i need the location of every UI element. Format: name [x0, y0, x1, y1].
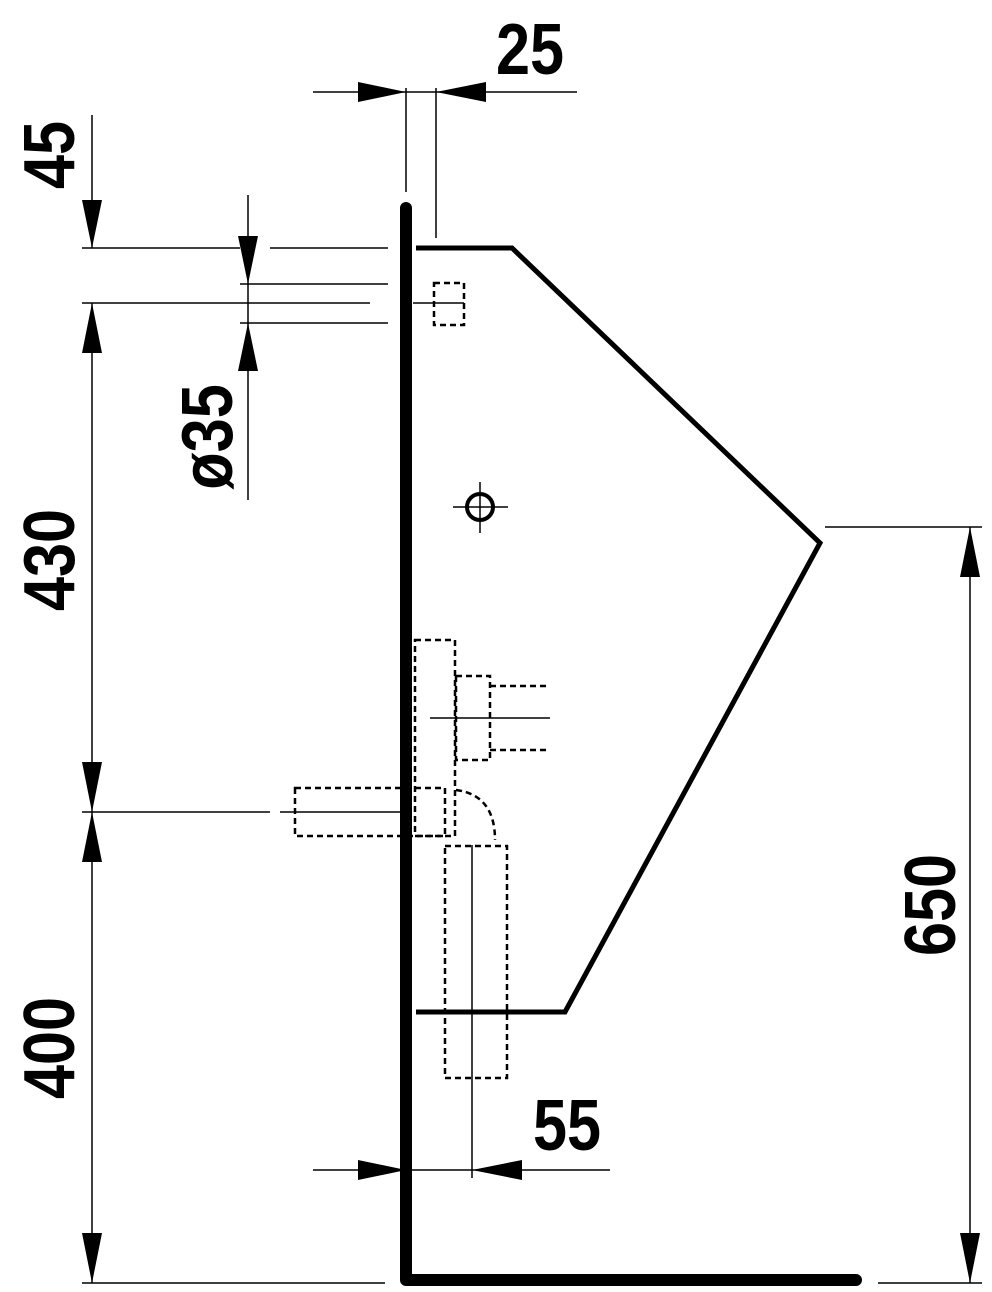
dimension-650: 650: [825, 526, 982, 1284]
dim-label-diameter-35: ø35: [168, 384, 248, 489]
dim-label-55: 55: [533, 1086, 601, 1166]
dimension-400: 400: [10, 812, 385, 1284]
dim-label-400: 400: [10, 997, 90, 1099]
fixing-point-icon: [453, 482, 508, 533]
dim-label-430: 430: [10, 509, 90, 611]
wall-floor-outline: [400, 202, 862, 1286]
dimension-25: 25: [313, 10, 577, 238]
dim-label-25: 25: [496, 10, 564, 90]
dimension-55: 55: [313, 1086, 610, 1180]
dim-label-650: 650: [891, 854, 971, 956]
inlet-hidden: [432, 281, 466, 327]
dimension-45: 45: [10, 115, 388, 304]
trap-hidden-lines: [280, 638, 550, 1100]
dimension-diameter-35: ø35: [168, 195, 388, 500]
dimension-430: 430: [10, 303, 270, 813]
urinal-outline: [416, 245, 824, 1015]
dim-label-45: 45: [10, 121, 90, 189]
